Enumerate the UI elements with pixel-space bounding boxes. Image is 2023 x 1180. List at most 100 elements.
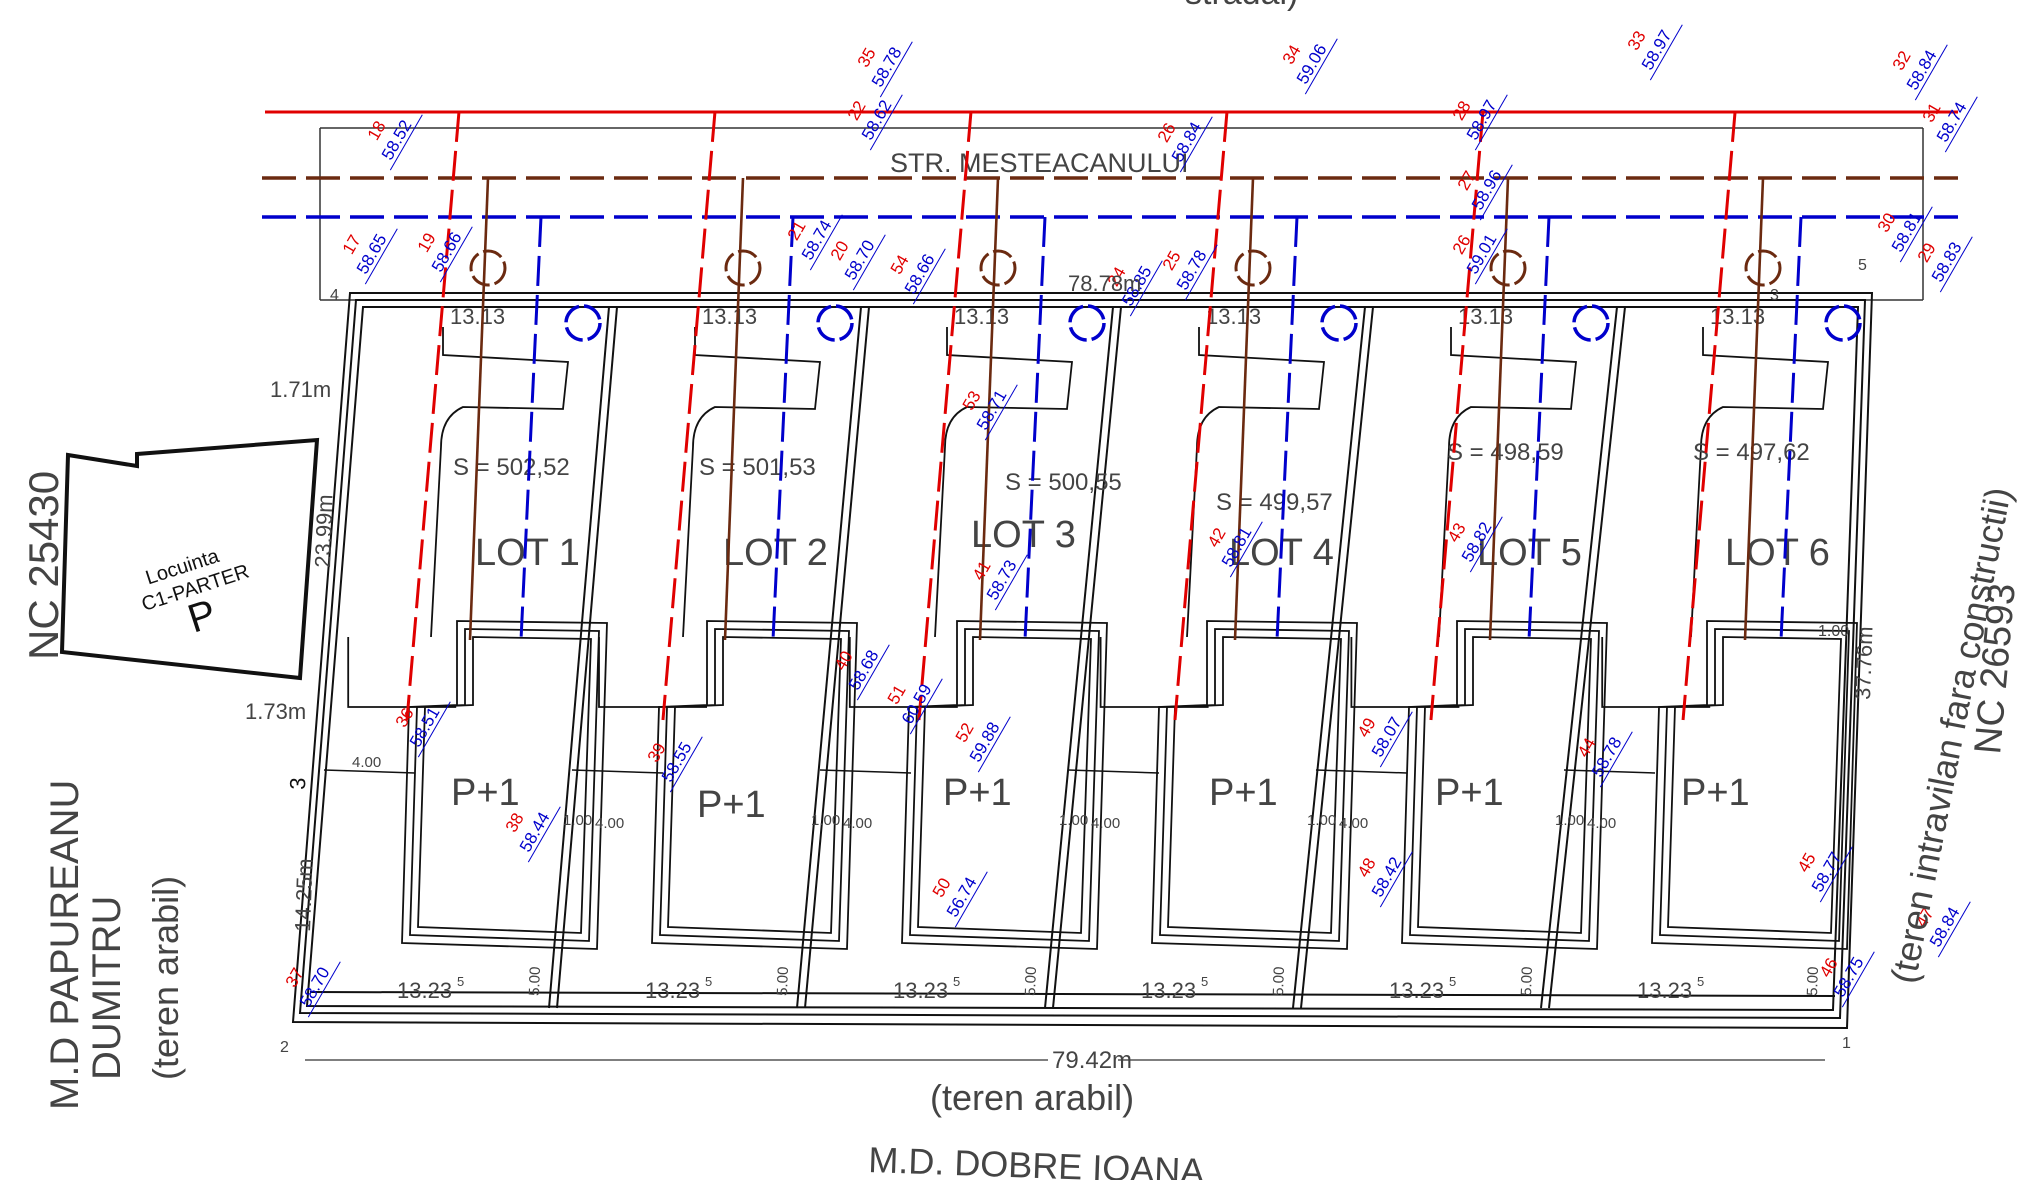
lot-name: LOT 6 xyxy=(1725,532,1830,574)
sewer-manhole xyxy=(469,249,507,287)
left-top-dim: 1.71m xyxy=(270,377,331,402)
corner-3: 3 xyxy=(1770,287,1779,304)
lot-area: S = 501,53 xyxy=(699,454,816,481)
elevation-underline xyxy=(1939,236,1973,293)
driveway-outline xyxy=(1690,327,1829,638)
elevation-underline xyxy=(1479,164,1513,221)
setback-side-dim: 4.00 xyxy=(1587,815,1616,832)
lot-area: S = 498,59 xyxy=(1447,439,1564,466)
elevation-underline xyxy=(1474,228,1508,285)
left-mid-dim: 1.73m xyxy=(245,699,306,724)
side-gap-dim: 1.00 xyxy=(1555,812,1584,829)
back-dim: 13.23 xyxy=(1141,978,1196,1003)
sewer-connection xyxy=(978,177,1000,641)
setback-line xyxy=(571,769,664,774)
street-name: STR. MESTEACANULUI xyxy=(890,148,1189,178)
driveway-outline xyxy=(934,327,1073,638)
elevation-underline xyxy=(1469,516,1503,573)
driveway-outline xyxy=(1438,327,1577,638)
left-bottom-dim: 14.25m xyxy=(290,858,318,932)
front-dim: 13.13 xyxy=(954,304,1009,329)
elevation-underline xyxy=(879,41,913,98)
left-owner-line2: DUMITRU xyxy=(85,896,129,1080)
elevation-underline xyxy=(977,716,1011,773)
building-outline-2 xyxy=(909,628,1100,942)
building-outline-2 xyxy=(1159,628,1350,942)
side-gap-dim: 1.00 xyxy=(811,812,840,829)
sewer-manhole xyxy=(979,249,1017,287)
electric-connection xyxy=(1681,111,1737,721)
sewer-manhole xyxy=(1234,249,1272,287)
front-dim: 13.13 xyxy=(1206,304,1261,329)
lot-name: LOT 1 xyxy=(475,532,580,574)
bottom-total-dim: 79.42m xyxy=(1052,1047,1132,1074)
corner-2: 2 xyxy=(280,1039,289,1056)
sewer-manhole xyxy=(724,249,762,287)
bottom-land-label: (teren arabil) xyxy=(930,1077,1134,1118)
yard-strip xyxy=(1099,637,1209,708)
elevation-underline xyxy=(852,234,886,291)
elevation-underline xyxy=(1914,44,1948,101)
sewer-manhole xyxy=(1744,249,1782,287)
back-dim-sup: 5 xyxy=(1449,974,1456,989)
elevation-underline xyxy=(1819,846,1853,903)
elevation-underline xyxy=(389,114,423,171)
back-dim: 13.23 xyxy=(645,978,700,1003)
elevation-underline xyxy=(912,248,946,305)
elevation-underline xyxy=(1474,94,1508,151)
side-gap-dim: 1.00 xyxy=(1307,812,1336,829)
building-outline-1 xyxy=(917,636,1092,934)
building-outline-2 xyxy=(1409,628,1600,942)
elevation-underline xyxy=(984,384,1018,441)
elevation-underline xyxy=(994,554,1028,611)
building-outline-3 xyxy=(1401,620,1608,950)
back-dim-sup: 5 xyxy=(1201,974,1208,989)
elevation-underline xyxy=(809,214,843,271)
elevation-underline xyxy=(869,94,903,151)
setback-side-dim: 4.00 xyxy=(595,815,624,832)
setback-back-dim: 5.00 xyxy=(526,966,544,996)
setback-back-dim: 5.00 xyxy=(1804,966,1822,996)
water-meter xyxy=(1824,304,1862,342)
back-dim-sup: 5 xyxy=(1697,974,1704,989)
building-outline-2 xyxy=(1659,628,1850,942)
sewer-connection xyxy=(468,177,490,641)
left-three-dim: 3 xyxy=(285,777,310,790)
elevation-underline xyxy=(1129,260,1163,317)
building-outline-1 xyxy=(667,636,842,934)
elevation-underline xyxy=(1937,901,1971,958)
top-total-dim: 78.78m xyxy=(1068,271,1141,296)
left-plot-label: NC 25430 xyxy=(20,471,67,660)
side-gap-dim: 1.00 xyxy=(1059,812,1088,829)
setback-line xyxy=(1067,769,1160,774)
left-depth-dim: 23.99m xyxy=(310,494,338,568)
back-dim: 13.23 xyxy=(397,978,452,1003)
sewer-manhole xyxy=(1489,249,1527,287)
water-connection xyxy=(519,216,543,641)
setback-back-dim: 5.00 xyxy=(1270,966,1288,996)
electric-connection xyxy=(405,111,461,721)
yard-strip xyxy=(1601,637,1711,708)
electric-connection xyxy=(917,111,973,721)
elevation-underline xyxy=(1944,96,1978,153)
back-dim-sup: 5 xyxy=(953,974,960,989)
elevation-underline xyxy=(669,736,703,793)
driveway-outline xyxy=(682,327,821,638)
lot-area: S = 500,55 xyxy=(1005,469,1122,496)
